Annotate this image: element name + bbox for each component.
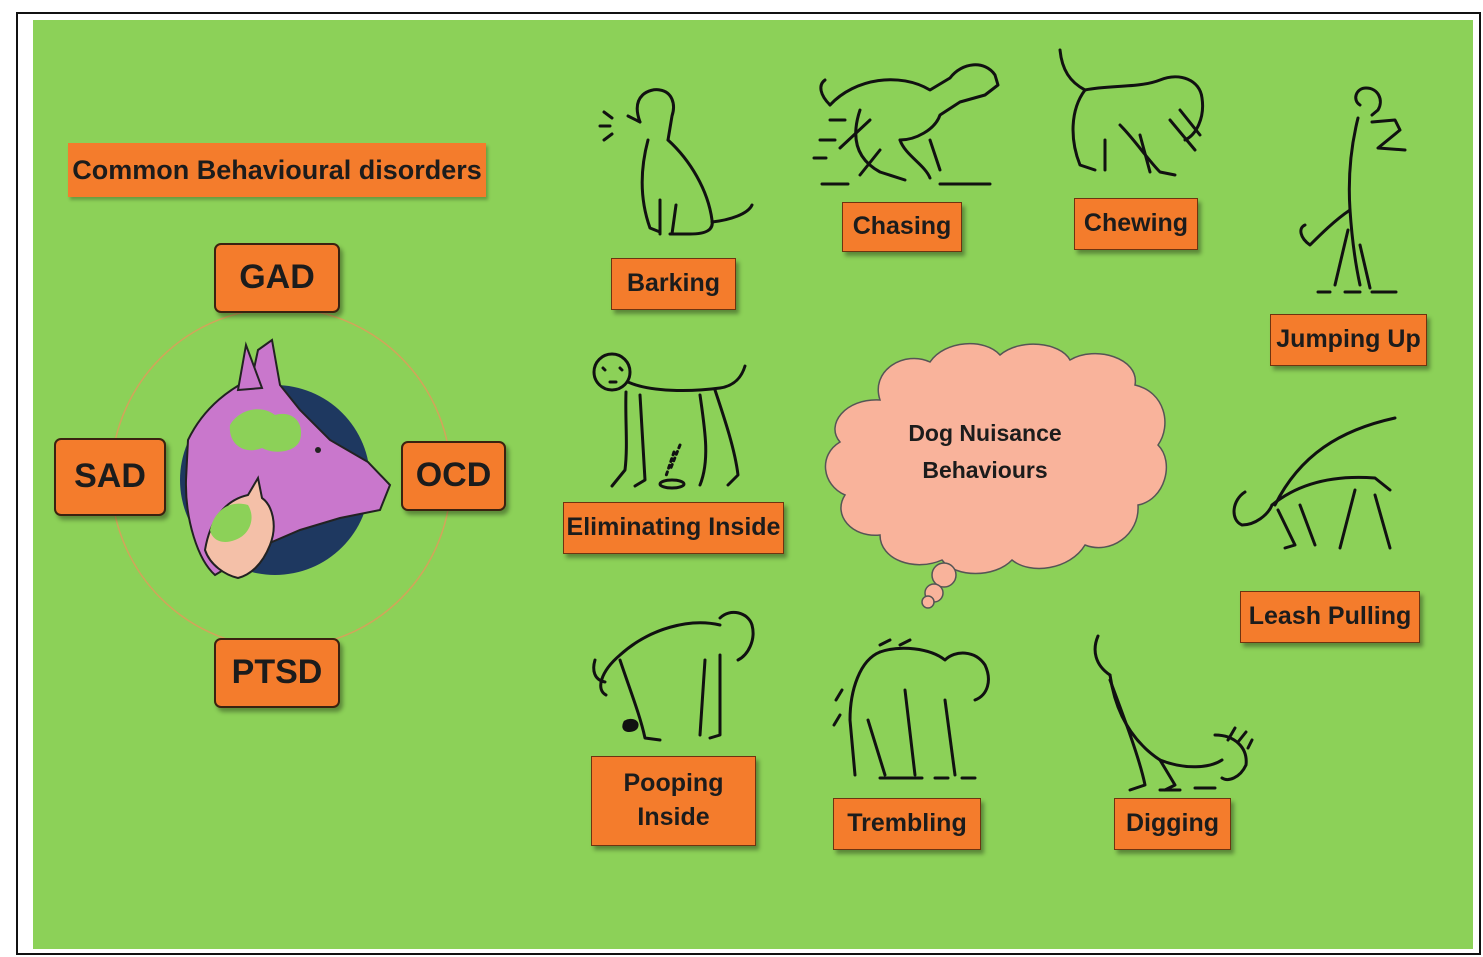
behaviour-trembling: Trembling <box>833 798 981 850</box>
behaviour-barking: Barking <box>611 258 736 310</box>
behaviour-pooping-line1: Pooping <box>623 769 724 798</box>
behaviour-digging: Digging <box>1114 798 1231 850</box>
behaviour-pooping-line2: Inside <box>637 803 710 831</box>
chewing-dog-icon <box>1058 48 1205 177</box>
thought-cloud-icon <box>824 343 1168 609</box>
behaviour-eliminating-inside: Eliminating Inside <box>563 502 784 554</box>
dog-cat-emblem-icon <box>180 338 392 580</box>
disorder-gad: GAD <box>214 243 340 313</box>
leash-pulling-dog-icon <box>1232 416 1397 550</box>
disorder-ptsd: PTSD <box>214 638 340 708</box>
cloud-title-line2: Behaviours <box>922 456 1048 483</box>
barking-dog-icon <box>598 88 754 236</box>
eliminating-inside-dog-icon <box>592 352 747 490</box>
nuisance-cloud-title: Dog Nuisance Behaviours <box>870 415 1100 489</box>
trembling-dog-icon <box>832 638 990 780</box>
pooping-dog-icon <box>592 610 755 742</box>
disorder-ocd: OCD <box>401 441 506 511</box>
behaviour-jumping-up: Jumping Up <box>1270 314 1427 366</box>
disorders-title: Common Behavioural disorders <box>68 143 486 197</box>
disorder-sad: SAD <box>54 438 166 516</box>
behaviour-pooping-inside: Pooping Inside <box>591 756 756 846</box>
jumping-up-dog-icon <box>1299 86 1407 294</box>
behaviour-leash-pulling: Leash Pulling <box>1240 591 1420 643</box>
digging-dog-icon <box>1093 634 1254 792</box>
chasing-dog-icon <box>812 63 1000 186</box>
behaviour-chasing: Chasing <box>842 202 962 252</box>
cloud-title-line1: Dog Nuisance <box>908 420 1062 446</box>
behaviour-chewing: Chewing <box>1074 198 1198 250</box>
